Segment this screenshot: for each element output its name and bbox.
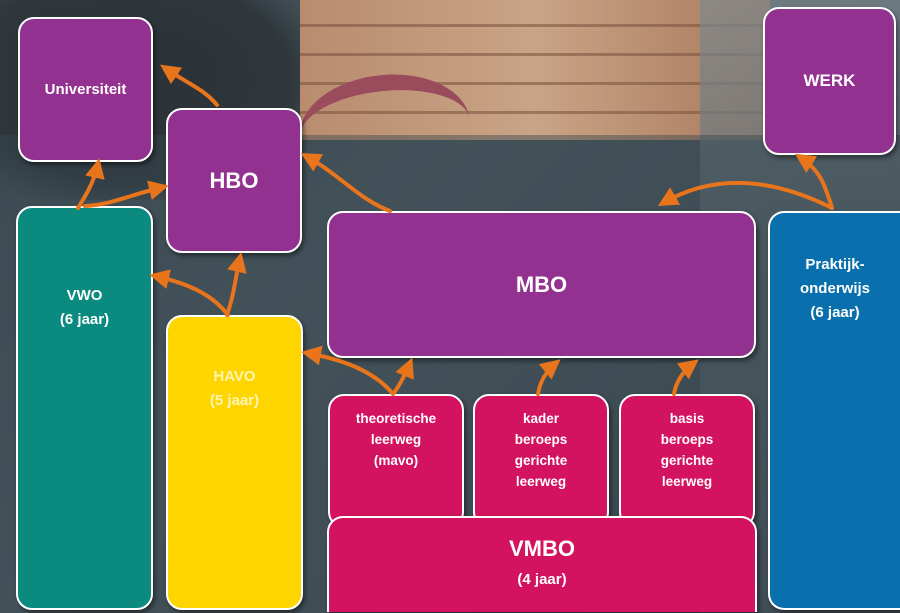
werk-label: WERK <box>803 71 856 90</box>
arrow-vwo-hbo <box>83 180 169 208</box>
mbo-box: MBO <box>327 211 756 358</box>
arrow-praktijk-mbo <box>657 180 834 210</box>
arrow-vwo-universiteit <box>76 158 105 210</box>
kader-line2: beroeps <box>514 432 568 447</box>
vwo-label: VWO <box>66 287 103 304</box>
arrow-basis-mbo <box>672 359 699 396</box>
arrow-hbo-universiteit <box>160 64 219 107</box>
arrow-mbo-hbo <box>300 153 392 213</box>
basis-line1: basis <box>669 411 705 426</box>
praktijk-line2: onderwijs <box>799 280 870 297</box>
kader-line1: kader <box>522 411 560 426</box>
praktijkonderwijs-box: Praktijk- onderwijs (6 jaar) <box>768 211 900 610</box>
arrow-theoretische-mbo <box>391 357 414 396</box>
havo-label: HAVO <box>213 368 256 385</box>
vmbo-box: VMBO (4 jaar) <box>327 516 757 612</box>
basis-leerweg-box: basis beroeps gerichte leerweg <box>619 394 755 528</box>
arrow-praktijk-werk <box>794 153 834 210</box>
universiteit-label: Universiteit <box>44 80 127 98</box>
vmbo-duration: (4 jaar) <box>517 571 567 588</box>
vmbo-label: VMBO <box>509 536 575 561</box>
universiteit-box: Universiteit <box>18 17 153 162</box>
arrow-havo-vwo <box>149 269 230 317</box>
hbo-label: HBO <box>209 167 259 193</box>
theoretische-leerweg-box: theoretische leerweg (mavo) <box>328 394 464 528</box>
arrow-theoretische-havo <box>301 345 395 396</box>
basis-line2: beroeps <box>660 432 714 447</box>
theoretische-line3: (mavo) <box>373 453 419 468</box>
kader-leerweg-box: kader beroeps gerichte leerweg <box>473 394 609 528</box>
kader-line3: gerichte <box>514 453 568 468</box>
kader-line4: leerweg <box>515 474 567 489</box>
basis-line4: leerweg <box>661 474 713 489</box>
vwo-duration: (6 jaar) <box>59 311 110 328</box>
theoretische-line1: theoretische <box>355 411 437 426</box>
hbo-box: HBO <box>166 108 302 253</box>
havo-box: HAVO (5 jaar) <box>166 315 303 610</box>
praktijk-duration: (6 jaar) <box>810 304 860 321</box>
praktijk-line1: Praktijk- <box>805 256 865 273</box>
basis-line3: gerichte <box>660 453 714 468</box>
mbo-label: MBO <box>515 271 568 297</box>
havo-duration: (5 jaar) <box>209 392 260 409</box>
arrow-havo-hbo <box>225 252 247 317</box>
werk-box: WERK <box>763 7 896 155</box>
arrow-kader-mbo <box>536 359 561 396</box>
theoretische-line2: leerweg <box>370 432 422 447</box>
